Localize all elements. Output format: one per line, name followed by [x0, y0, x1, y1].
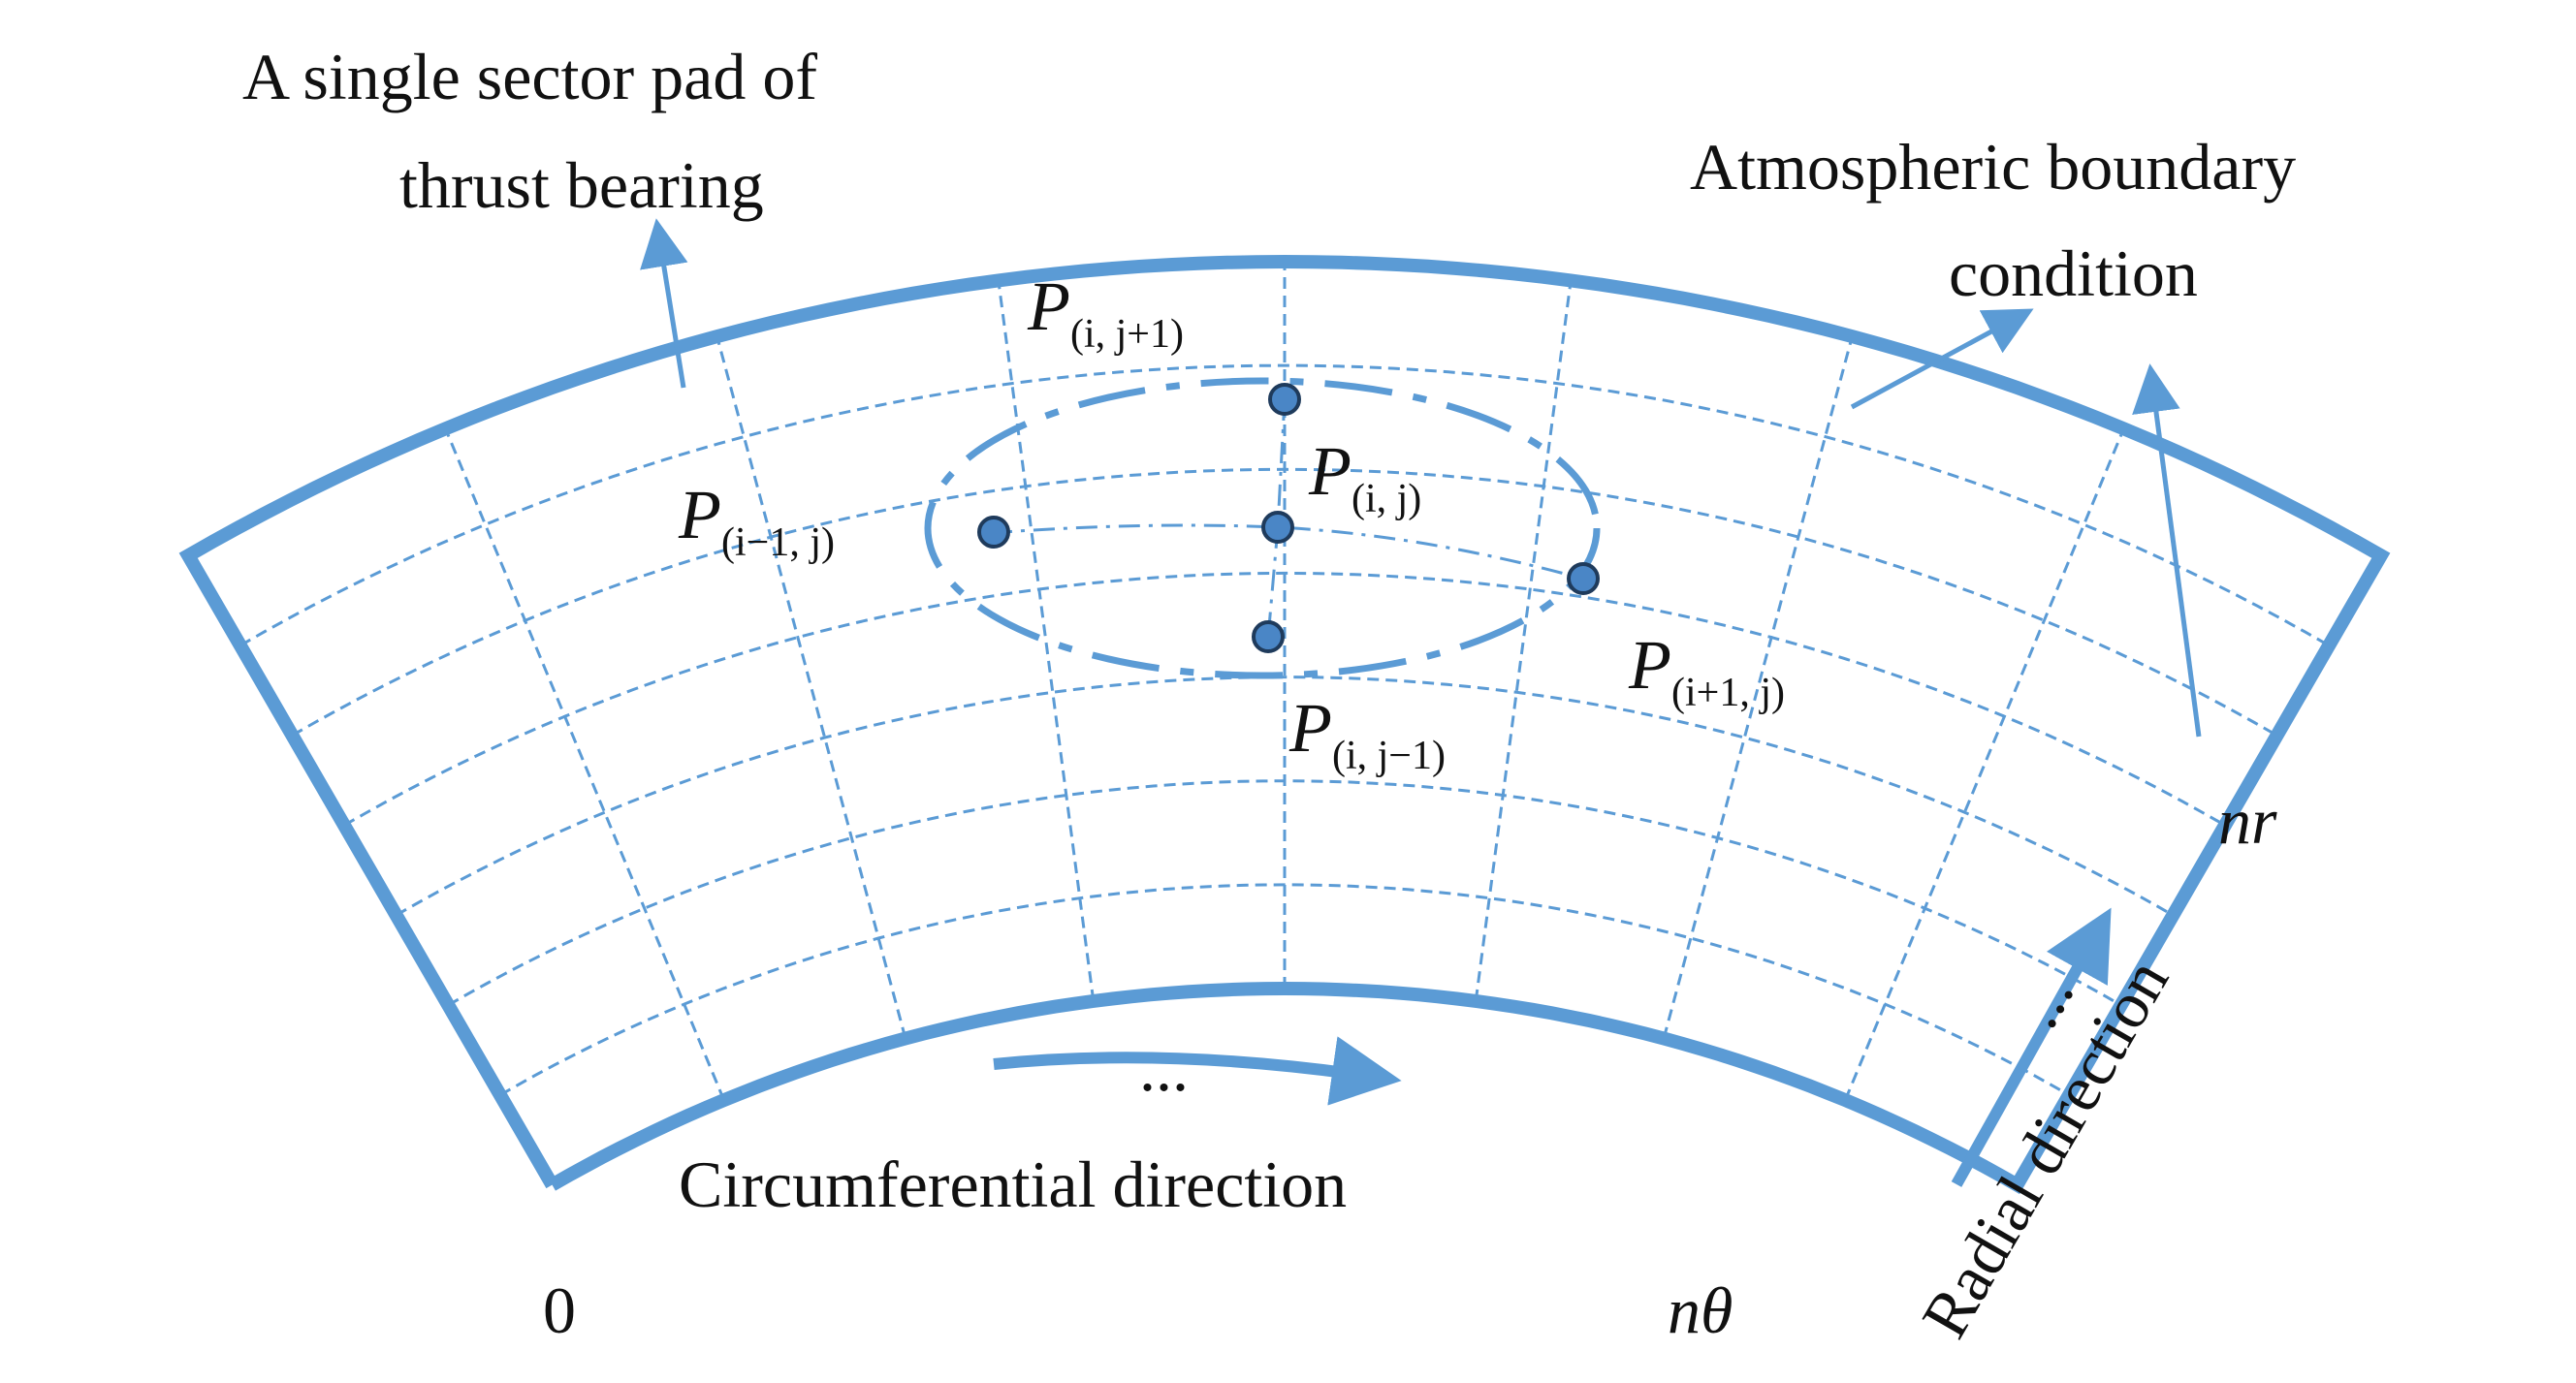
grid-radial-line — [1843, 427, 2125, 1101]
n-theta-label: nθ — [1668, 1273, 1733, 1347]
grid-arc — [395, 676, 2175, 917]
atmospheric-pointer-arrow — [1850, 308, 2034, 410]
point-label-bottom: P(i, j−1) — [1288, 689, 1446, 778]
circumferential-dots: ... — [1139, 1031, 1189, 1105]
outer-edge-pointer-arrow — [2132, 363, 2202, 738]
point-label-top: P(i, j+1) — [1027, 267, 1184, 357]
n-r-label: nr — [2218, 784, 2277, 858]
circumferential-label: Circumferential direction — [679, 1147, 1347, 1221]
grid-radial-line — [444, 427, 726, 1101]
stencil-ellipse — [924, 377, 1601, 679]
stencil-nodes — [977, 383, 1600, 653]
sector-pad-label-line1: A single sector pad of — [242, 40, 817, 113]
grid-radial-line — [1474, 280, 1573, 1002]
point-label-right: P(i+1, j) — [1628, 626, 1785, 715]
mesh-grid — [239, 262, 2330, 1101]
node-top — [1268, 383, 1301, 416]
grid-radial-line — [997, 280, 1096, 1002]
point-label-center: P(i, j) — [1308, 432, 1421, 521]
node-left — [977, 516, 1010, 549]
circumferential-direction-arrow — [993, 1036, 1402, 1106]
sector-pad-outline — [178, 254, 2391, 1195]
node-right — [1567, 562, 1600, 595]
grid-arc — [499, 883, 2070, 1097]
node-bottom — [1252, 620, 1285, 653]
origin-label: 0 — [543, 1273, 576, 1347]
grid-radial-line — [1662, 335, 1854, 1039]
sector-pad-label-line2: thrust bearing — [399, 148, 764, 222]
grid-arc — [239, 363, 2330, 647]
atmospheric-label-line2: condition — [1949, 236, 2198, 310]
atmospheric-label-line1: Atmospheric boundary — [1690, 130, 2296, 204]
point-label-left: P(i−1, j) — [678, 476, 835, 565]
node-center — [1261, 511, 1294, 544]
annotation-arrows — [640, 218, 2202, 1187]
sector-pad-pointer-arrow — [640, 218, 688, 389]
radial-direction-arrow — [1951, 907, 2112, 1187]
grid-radial-line — [716, 335, 907, 1039]
